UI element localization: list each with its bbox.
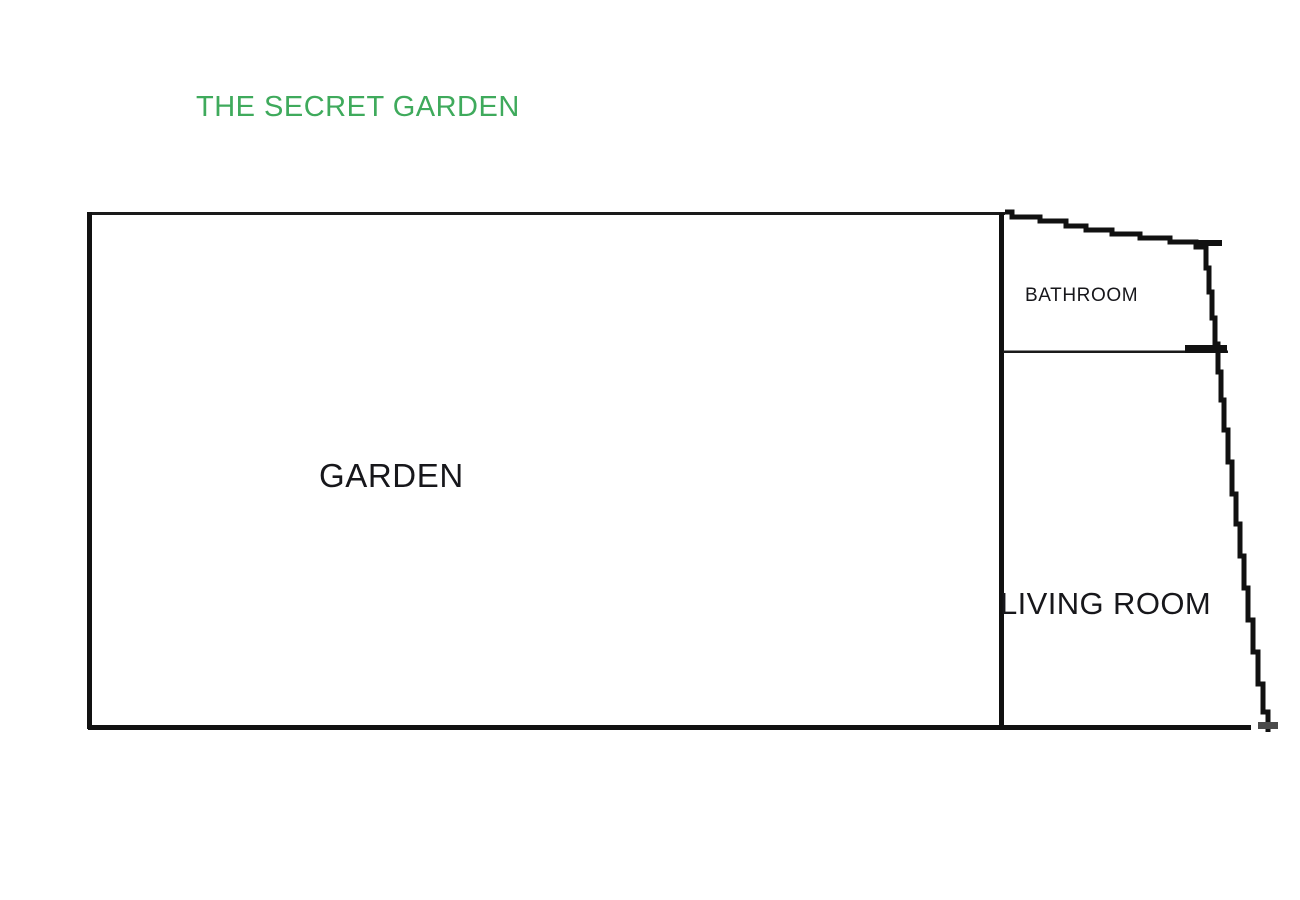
page-title: THE SECRET GARDEN — [196, 91, 520, 123]
room-label-living-room: LIVING ROOM — [1000, 588, 1212, 619]
wall-joint-nub-bottom — [1258, 722, 1278, 729]
wall-exterior-right-jagged — [1005, 209, 1271, 732]
wall-joint-nub-bathroom — [1185, 345, 1227, 353]
room-label-garden: GARDEN — [319, 457, 464, 494]
wall-joint-nub-top — [1196, 240, 1222, 246]
room-label-bathroom: BATHROOM — [1025, 285, 1139, 306]
